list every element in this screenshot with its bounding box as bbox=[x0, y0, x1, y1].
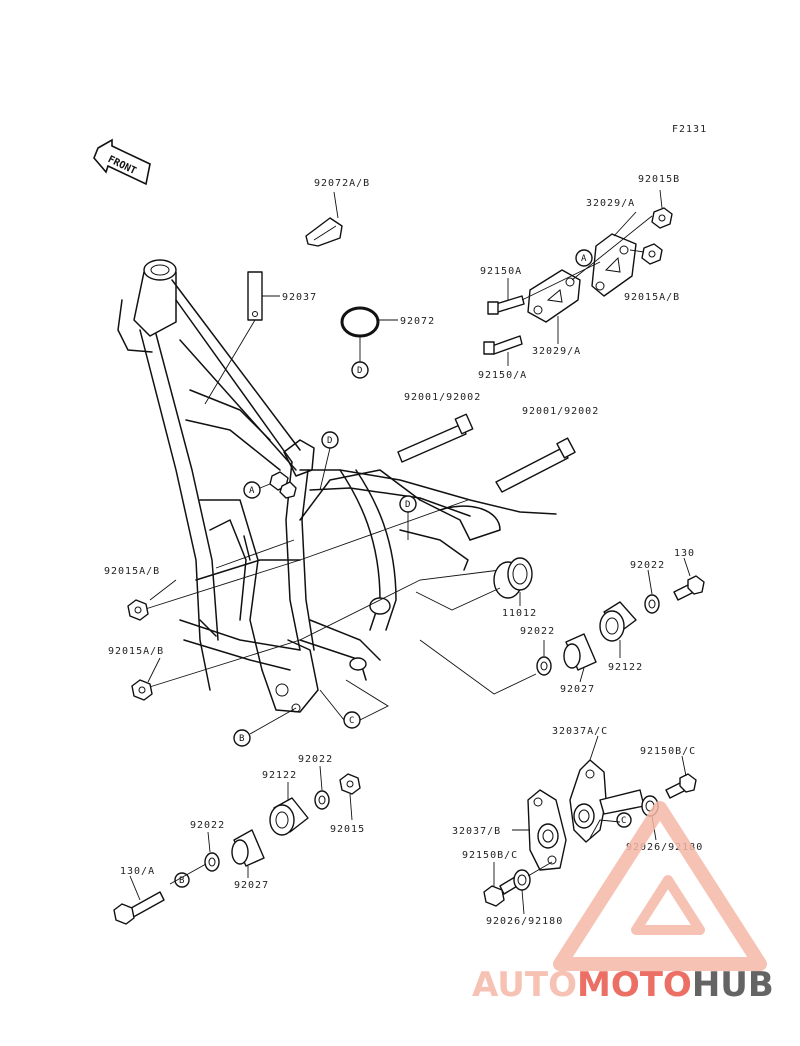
ref-a-left: A bbox=[249, 486, 255, 496]
label-92072: 92072 bbox=[400, 316, 435, 327]
ref-c: C bbox=[349, 716, 354, 726]
label-32029A-top: 32029/A bbox=[586, 198, 635, 209]
label-92001-left: 92001/92002 bbox=[404, 392, 481, 403]
through-bolt-left bbox=[397, 413, 474, 463]
label-32037AC: 32037A/C bbox=[552, 726, 608, 737]
label-32037B: 32037/B bbox=[452, 826, 501, 837]
frame-assembly bbox=[117, 259, 557, 713]
label-92026-right: 92026/92180 bbox=[626, 842, 703, 853]
label-92026-left: 92026/92180 bbox=[486, 916, 563, 927]
label-92001-right: 92001/92002 bbox=[522, 406, 599, 417]
svg-text:AUTOMOTOHUB: AUTOMOTOHUB bbox=[472, 965, 774, 1005]
label-92122-b: 92122 bbox=[262, 770, 297, 781]
label-92015AB-left1: 92015A/B bbox=[104, 566, 160, 577]
washer-92022-d bbox=[204, 852, 220, 872]
ref-circle-d-top bbox=[351, 361, 369, 379]
watermark-text-hub: HUB bbox=[692, 965, 774, 1005]
ref-circle-a-top bbox=[575, 249, 593, 267]
collar-92122-a bbox=[599, 601, 637, 642]
figure-id: F2131 bbox=[672, 124, 707, 135]
nut-left-1 bbox=[127, 599, 149, 621]
collar-92122-b bbox=[269, 797, 309, 836]
ref-circle-c-bottom bbox=[616, 812, 632, 828]
label-92150A: 92150A bbox=[480, 266, 522, 277]
ref-b-bottom: B bbox=[179, 876, 184, 886]
label-92150BC-right: 92150B/C bbox=[640, 746, 696, 757]
nut-left-2 bbox=[131, 679, 153, 701]
ref-circle-b bbox=[233, 729, 251, 747]
label-92015B: 92015B bbox=[638, 174, 680, 185]
label-130: 130 bbox=[674, 548, 695, 559]
label-92015AB-left2: 92015A/B bbox=[108, 646, 164, 657]
label-92022-c: 92022 bbox=[298, 754, 333, 765]
front-arrow-icon: FRONT bbox=[93, 138, 151, 186]
label-92037: 92037 bbox=[282, 292, 317, 303]
label-92150A-bottom: 92150/A bbox=[478, 370, 527, 381]
label-92022-a: 92022 bbox=[630, 560, 665, 571]
ref-d-top: D bbox=[357, 366, 362, 376]
ref-d-mid: D bbox=[327, 436, 332, 446]
watermark-text-auto: AUTO bbox=[472, 965, 577, 1005]
automotohub-watermark-logo: AUTOMOTOHUB bbox=[472, 801, 774, 1005]
label-92150BC-left: 92150B/C bbox=[462, 850, 518, 861]
label-92027-a: 92027 bbox=[560, 684, 595, 695]
ref-b: B bbox=[239, 734, 244, 744]
sleeve-92027-b bbox=[231, 829, 265, 867]
collar-11012 bbox=[493, 557, 533, 599]
label-92015: 92015 bbox=[330, 824, 365, 835]
sleeve-92027-a bbox=[563, 633, 597, 671]
ref-circle-b-bottom bbox=[174, 872, 190, 888]
part-92072-band bbox=[340, 306, 380, 338]
bolt-130A bbox=[113, 891, 165, 925]
nut-92015 bbox=[339, 773, 361, 795]
label-92072AB: 92072A/B bbox=[314, 178, 370, 189]
through-bolt-right bbox=[495, 437, 576, 493]
ref-d-right: D bbox=[405, 500, 410, 510]
label-11012: 11012 bbox=[502, 608, 537, 619]
part-92072AB-clip bbox=[305, 217, 343, 247]
bolt-130 bbox=[673, 575, 705, 601]
engine-mount-plates bbox=[483, 207, 673, 355]
label-92122-a: 92122 bbox=[608, 662, 643, 673]
washer-92022-b bbox=[536, 656, 552, 676]
label-92015AB-right: 92015A/B bbox=[624, 292, 680, 303]
part-92037-strip bbox=[247, 271, 263, 321]
label-130A: 130/A bbox=[120, 866, 155, 877]
watermark-text-moto: MOTO bbox=[577, 965, 692, 1005]
label-92022-b: 92022 bbox=[520, 626, 555, 637]
bolt-92150BC-right bbox=[665, 773, 697, 799]
label-92027-b: 92027 bbox=[234, 880, 269, 891]
washer-92022-a bbox=[644, 594, 660, 614]
ref-a-top: A bbox=[581, 254, 587, 264]
bracket-32037AC bbox=[569, 759, 645, 843]
label-92022-d: 92022 bbox=[190, 820, 225, 831]
ref-circle-a-left bbox=[243, 481, 261, 499]
label-32029A-bottom: 32029/A bbox=[532, 346, 581, 357]
ref-c-bottom: C bbox=[621, 816, 626, 826]
bracket-32037B bbox=[527, 789, 567, 871]
washer-92022-c bbox=[314, 790, 330, 810]
washer-92026-left bbox=[513, 869, 531, 891]
